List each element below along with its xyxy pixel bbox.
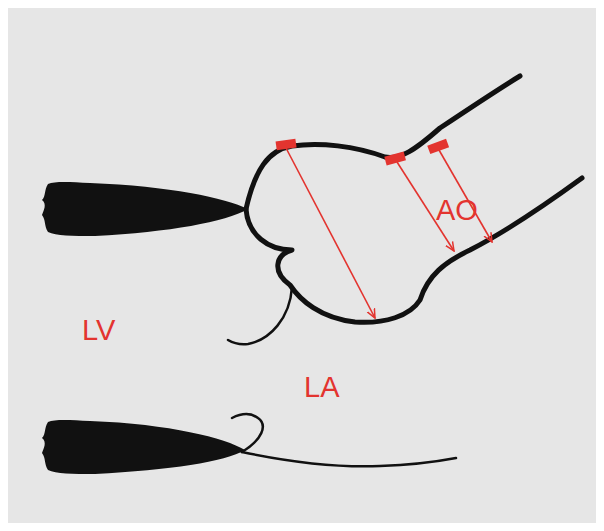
measure-arrow xyxy=(286,148,375,318)
region-label: AO xyxy=(436,196,478,225)
background-panel xyxy=(8,8,596,523)
posterior-wall xyxy=(42,420,245,474)
region-label: LV xyxy=(82,316,115,345)
posterior-mitral-leaflet xyxy=(242,452,456,466)
measure-marker xyxy=(427,139,449,154)
aortic-wall xyxy=(246,178,582,322)
region-label: LA xyxy=(304,373,339,402)
septal-leaflet xyxy=(42,182,248,236)
mitral-annulus-hook xyxy=(232,414,263,452)
mitral-leaflet xyxy=(228,287,292,344)
aortic-wall xyxy=(246,76,520,209)
measure-marker xyxy=(384,152,406,166)
